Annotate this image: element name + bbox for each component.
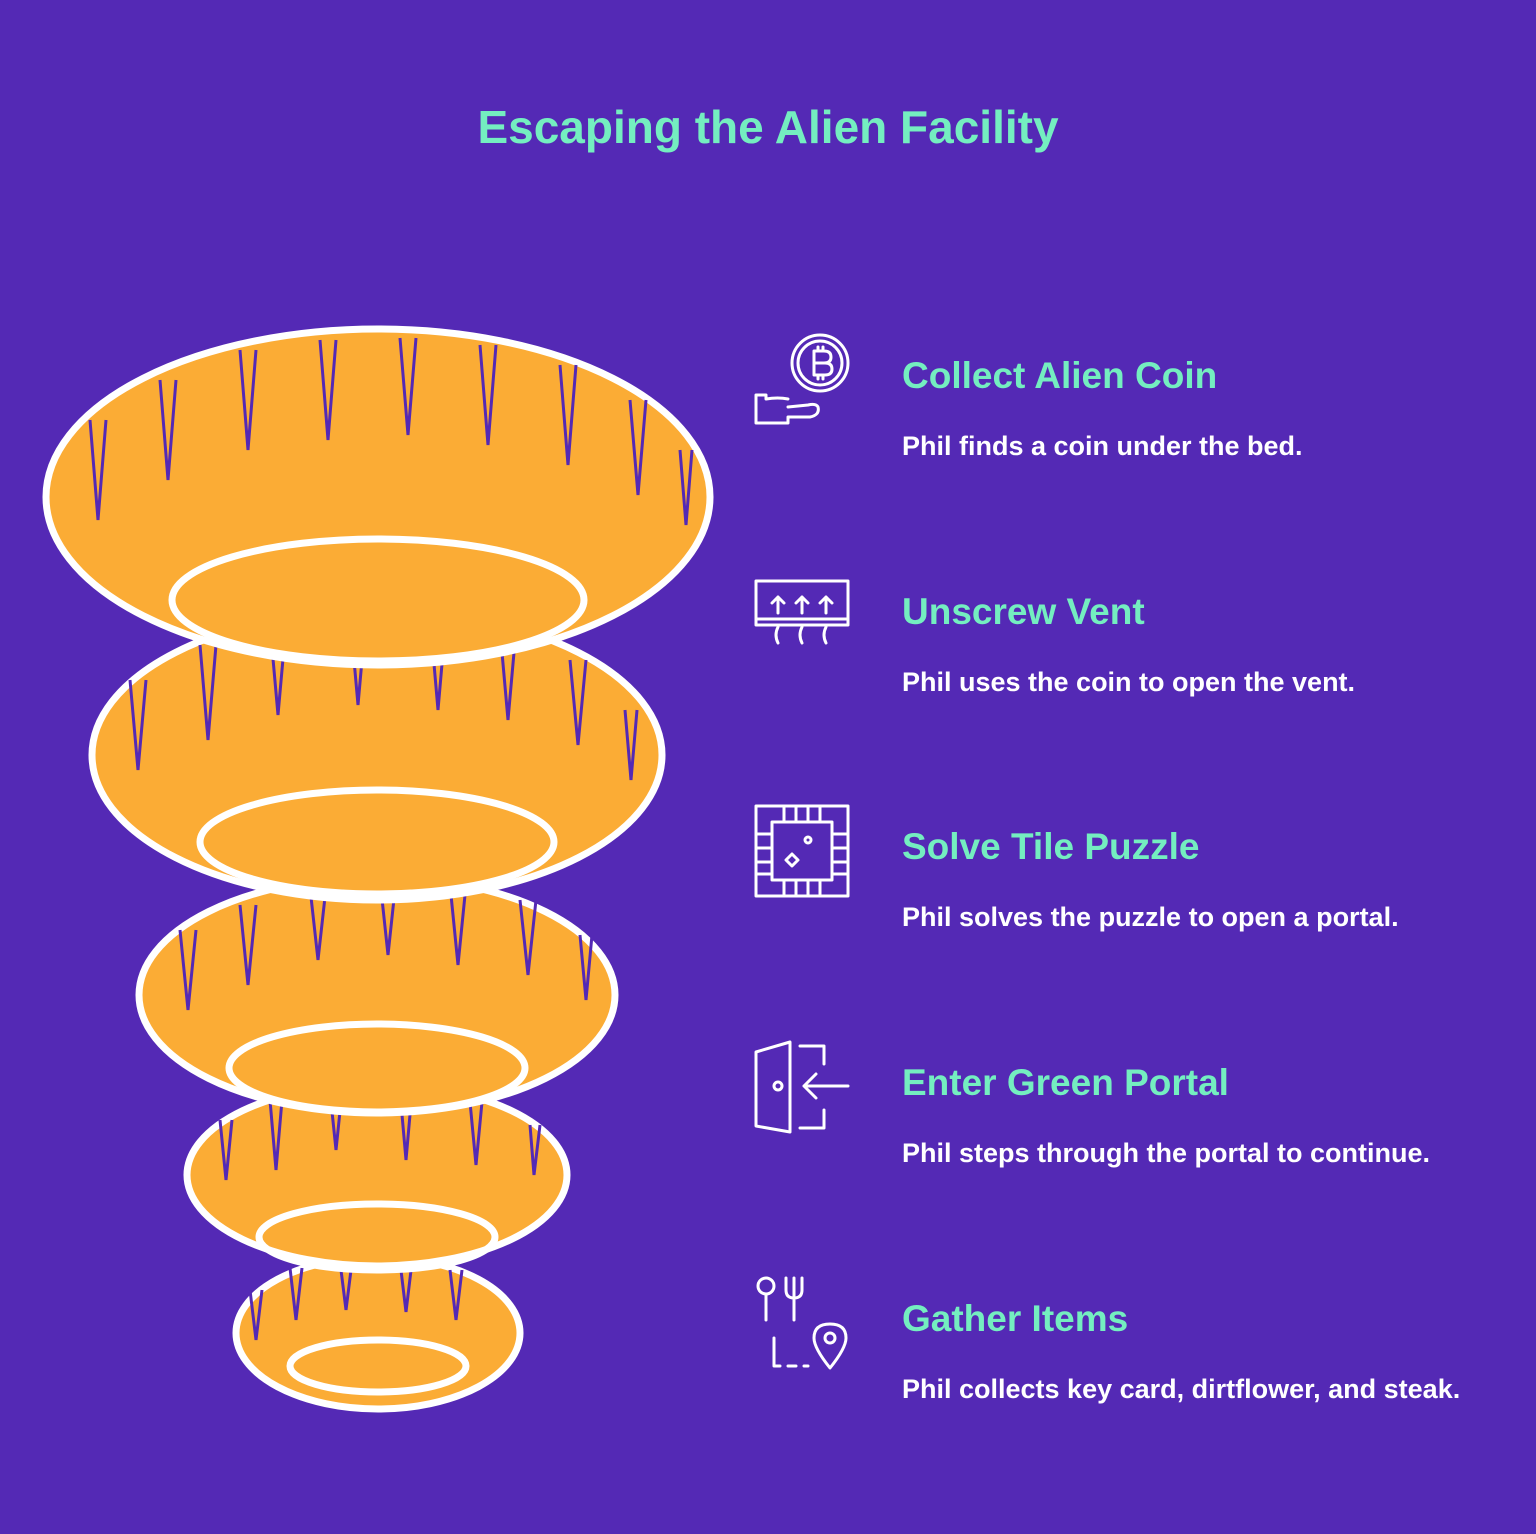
step-description: Phil finds a coin under the bed. — [902, 431, 1303, 461]
funnel-texture — [248, 1261, 464, 1341]
vent-icon — [754, 579, 850, 645]
portal-enter-icon — [754, 1040, 850, 1134]
funnel-texture — [128, 614, 639, 781]
step-heading: Gather Items — [902, 1298, 1129, 1339]
step-solve-tile-puzzle: Solve Tile Puzzle Phil solves the puzzle… — [752, 804, 1512, 1004]
funnel-texture — [178, 879, 594, 1011]
page-title: Escaping the Alien Facility — [477, 101, 1059, 153]
funnel-level-3 — [135, 873, 619, 1117]
funnel-diagram — [42, 325, 714, 1413]
funnel-level-1 — [42, 325, 714, 669]
step-heading: Unscrew Vent — [902, 591, 1145, 632]
funnel-level-2 — [88, 606, 666, 904]
hand-coin-icon — [754, 333, 850, 425]
tile-puzzle-icon — [754, 804, 850, 898]
step-heading: Solve Tile Puzzle — [902, 826, 1200, 867]
step-description: Phil uses the coin to open the vent. — [902, 667, 1356, 697]
funnel-texture — [218, 1091, 542, 1181]
step-heading: Enter Green Portal — [902, 1062, 1229, 1103]
step-collect-alien-coin: Collect Alien Coin Phil finds a coin und… — [752, 333, 1512, 533]
step-description: Phil collects key card, dirtflower, and … — [902, 1374, 1461, 1404]
step-description: Phil steps through the portal to continu… — [902, 1138, 1430, 1168]
step-gather-items: Gather Items Phil collects key card, dir… — [752, 1276, 1512, 1476]
step-description: Phil solves the puzzle to open a portal. — [902, 902, 1399, 932]
step-heading: Collect Alien Coin — [902, 355, 1218, 396]
step-enter-green-portal: Enter Green Portal Phil steps through th… — [752, 1040, 1512, 1240]
funnel-texture — [88, 337, 694, 526]
items-map-icon — [756, 1276, 848, 1370]
step-unscrew-vent: Unscrew Vent Phil uses the coin to open … — [752, 569, 1512, 769]
funnel-level-5 — [232, 1253, 524, 1413]
